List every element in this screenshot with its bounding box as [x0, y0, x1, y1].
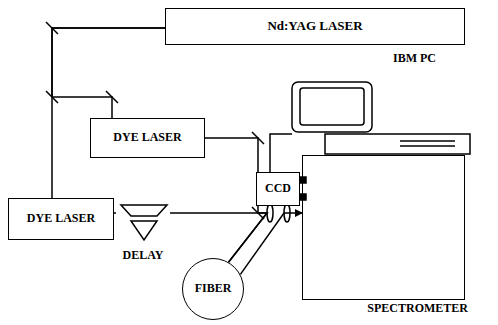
- beam-path: [52, 28, 165, 198]
- fiber-coil: FIBER: [182, 258, 244, 320]
- node-label: FIBER: [195, 282, 232, 295]
- monitor: [292, 82, 372, 132]
- beam-path: [240, 213, 302, 274]
- node-label: DELAY: [116, 249, 170, 262]
- drive-slot: [400, 140, 455, 142]
- beam-path: [114, 212, 116, 214]
- beam-path: [270, 134, 292, 172]
- drive-slot: [400, 145, 455, 147]
- beam-path: [170, 213, 267, 262]
- node-label: Nd:YAG LASER: [267, 19, 362, 33]
- beam-path: [52, 28, 165, 118]
- detector-box: CCD: [256, 172, 300, 206]
- computer: IBM PC: [285, 50, 475, 158]
- delay-prism: [131, 221, 157, 240]
- monitor-screen: [300, 88, 364, 125]
- node-label: DYE LASER: [113, 131, 181, 144]
- node-label: DYE LASER: [27, 212, 95, 225]
- node-label: CCD: [265, 182, 291, 195]
- laser-box: DYE LASER: [8, 198, 114, 240]
- spectrometer-box: SPECTROMETER: [302, 155, 465, 300]
- delay-prism: [121, 205, 167, 216]
- laser-box: Nd:YAG LASER: [165, 8, 465, 45]
- laser-box: DYE LASER: [90, 118, 205, 158]
- delay-line: DELAY: [116, 200, 170, 262]
- node-label: SPECTROMETER: [367, 302, 468, 315]
- computer-case: [325, 134, 470, 154]
- node-label: IBM PC: [393, 52, 436, 65]
